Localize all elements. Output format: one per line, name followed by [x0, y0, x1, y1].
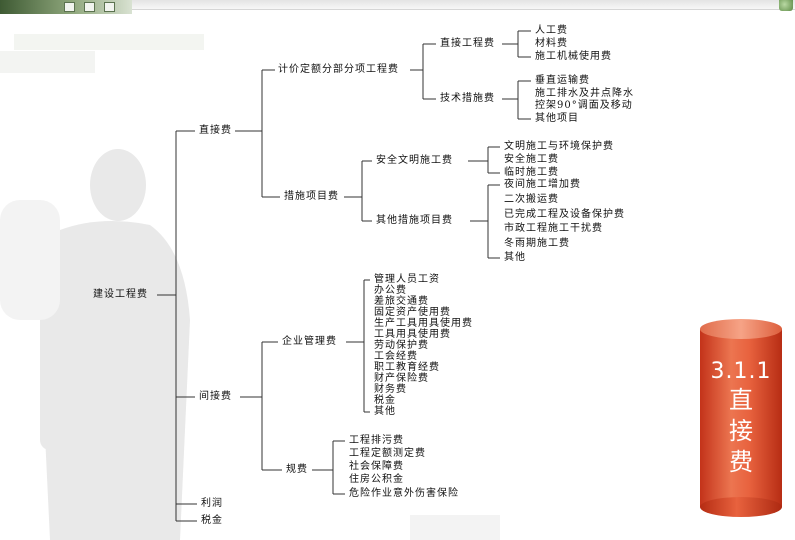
node-pricing-quota-cost: 计价定额分部分项工程费: [278, 64, 399, 75]
node-mgmt-item: 管理人员工资: [374, 274, 440, 285]
node-fee-item: 社会保障费: [349, 461, 404, 472]
node-direct-engineering-cost: 直接工程费: [440, 38, 495, 49]
node-mgmt-item: 劳动保护费: [374, 340, 429, 351]
node-direct-cost: 直接费: [199, 125, 232, 136]
section-title-char: 直: [729, 386, 753, 414]
node-protect-done: 已完成工程及设备保护费: [504, 209, 625, 220]
node-fee-item: 工程定额测定费: [349, 448, 426, 459]
node-tech-measures-cost: 技术措施费: [440, 93, 495, 104]
node-other-measures: 其他措施项目费: [376, 215, 453, 226]
node-fee-item: 住房公积金: [349, 474, 404, 485]
node-mgmt-item: 生产工具用具使用费: [374, 318, 473, 329]
node-statutory-fees: 规费: [286, 464, 308, 475]
node-temporary: 临时施工费: [504, 167, 559, 178]
node-mgmt-item: 固定资产使用费: [374, 307, 451, 318]
node-fee-item: 工程排污费: [349, 435, 404, 446]
node-municipal: 市政工程施工干扰费: [504, 223, 603, 234]
node-mgmt-item: 差旅交通费: [374, 296, 429, 307]
corner-icon: [779, 0, 793, 11]
node-tech-other: 其他项目: [535, 113, 579, 124]
node-management-cost: 企业管理费: [282, 336, 337, 347]
node-profit: 利润: [201, 498, 223, 509]
node-fee-item: 危险作业意外伤害保险: [349, 488, 459, 499]
node-measures-cost: 措施项目费: [284, 191, 339, 202]
node-safety: 安全施工费: [504, 154, 559, 165]
node-tax: 税金: [201, 515, 223, 526]
section-number: 3.1.1: [710, 359, 772, 384]
node-night: 夜间施工增加费: [504, 179, 581, 190]
node-construction-cost: 建设工程费: [93, 289, 148, 300]
node-mgmt-item: 工会经费: [374, 351, 418, 362]
node-vertical-transport: 垂直运输费: [535, 75, 590, 86]
node-mgmt-item: 办公费: [374, 285, 407, 296]
node-mgmt-item: 其他: [374, 406, 396, 417]
node-material-cost: 材料费: [535, 38, 568, 49]
node-mgmt-item: 工具用具使用费: [374, 329, 451, 340]
node-secondary: 二次搬运费: [504, 194, 559, 205]
node-mgmt-item: 税金: [374, 395, 396, 406]
node-machinery-cost: 施工机械使用费: [535, 51, 612, 62]
header-logo-image: [0, 0, 132, 14]
node-labor-cost: 人工费: [535, 25, 568, 36]
node-env-protection: 文明施工与环境保护费: [504, 141, 614, 152]
faint-decor-strip: [0, 51, 95, 73]
node-mgmt-item: 职工教育经费: [374, 362, 440, 373]
section-badge-cylinder: 3.1.1 直 接 费: [700, 319, 782, 517]
node-mgmt-item: 财务费: [374, 384, 407, 395]
node-measures-other: 其他: [504, 252, 526, 263]
node-mgmt-item: 财产保险费: [374, 373, 429, 384]
top-band: [0, 0, 795, 10]
node-indirect-cost: 间接费: [199, 391, 232, 402]
section-title-char: 费: [729, 448, 753, 476]
node-drainage: 施工排水及井点降水: [535, 88, 634, 99]
node-scaffold: 控架90°调面及移动: [535, 100, 633, 111]
node-winter: 冬雨期施工费: [504, 238, 570, 249]
section-title-char: 接: [729, 417, 753, 445]
faint-decor-strip: [14, 34, 204, 50]
node-safe-civilized: 安全文明施工费: [376, 155, 453, 166]
